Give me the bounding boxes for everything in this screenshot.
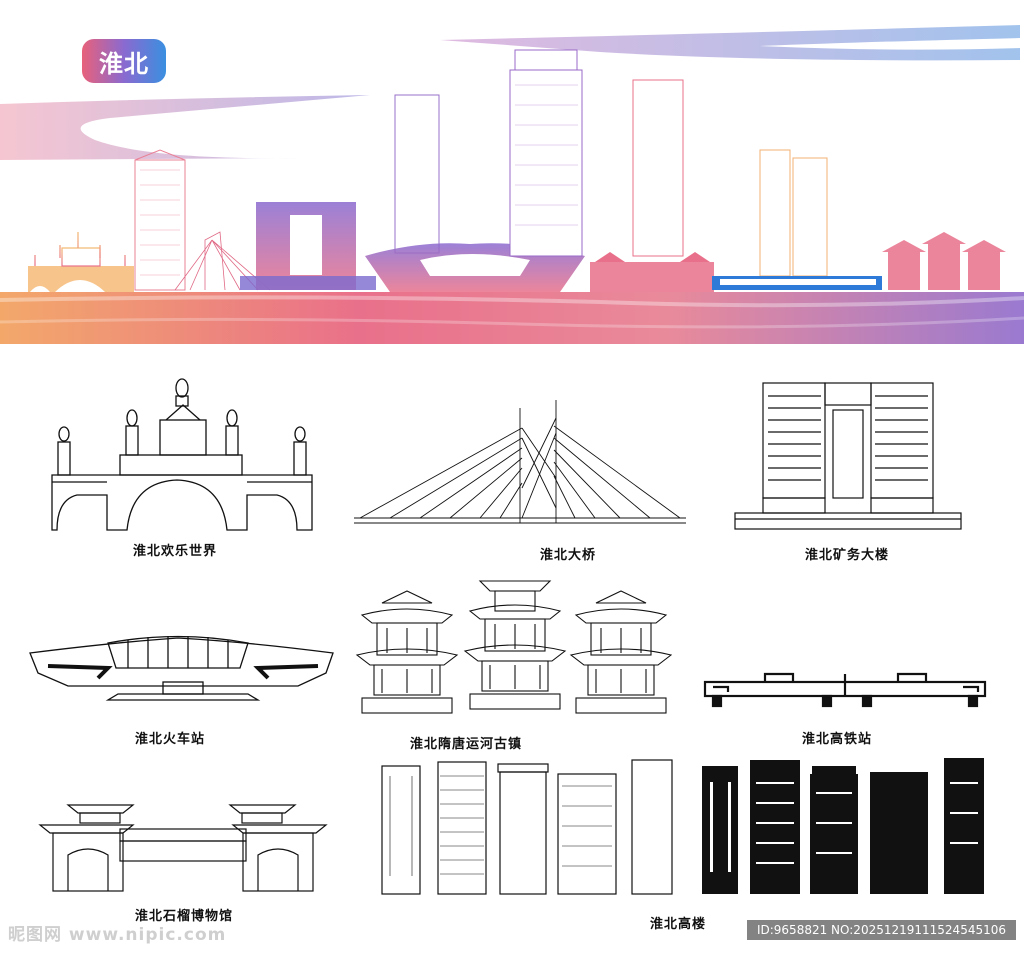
watermark-site: 昵图网 www.nipic.com	[8, 925, 227, 945]
watermark-id: ID:9658821 NO:20251219111524545106	[746, 920, 1016, 940]
museum-drawing	[38, 804, 328, 892]
mining-tower-drawing	[734, 382, 962, 530]
towers-outline-drawing	[381, 759, 673, 895]
towers-orange	[759, 149, 828, 277]
bridge-colored	[174, 231, 271, 291]
hsr-station-drawing	[703, 672, 987, 708]
label-bridge: 淮北大桥	[540, 548, 597, 563]
pagodas-colored	[882, 232, 1006, 290]
city-title-badge: 淮北	[82, 39, 166, 83]
towers-filled-drawing	[702, 758, 984, 894]
tower-2-colored	[394, 94, 440, 254]
label-train-station: 淮北火车站	[135, 732, 206, 747]
mining-tower-colored	[240, 202, 376, 290]
hsr-colored	[712, 276, 882, 290]
train-station-drawing	[29, 635, 334, 701]
happy-world-colored	[28, 232, 134, 292]
label-hsr-station: 淮北高铁站	[802, 732, 873, 747]
label-museum: 淮北石榴博物馆	[135, 909, 234, 924]
tower-right-colored	[632, 79, 684, 257]
canal-town-colored	[590, 252, 714, 292]
canal-town-drawing	[355, 580, 672, 714]
tower-left-colored	[134, 149, 186, 291]
label-towers: 淮北高楼	[650, 917, 707, 932]
label-canal-town: 淮北隋唐运河古镇	[410, 737, 523, 752]
happy-world-drawing	[51, 378, 313, 531]
label-mining-tower: 淮北矿务大楼	[805, 548, 890, 563]
bridge-drawing	[354, 400, 686, 524]
label-happy-world: 淮北欢乐世界	[133, 544, 218, 559]
skyline-banner	[0, 25, 1024, 344]
